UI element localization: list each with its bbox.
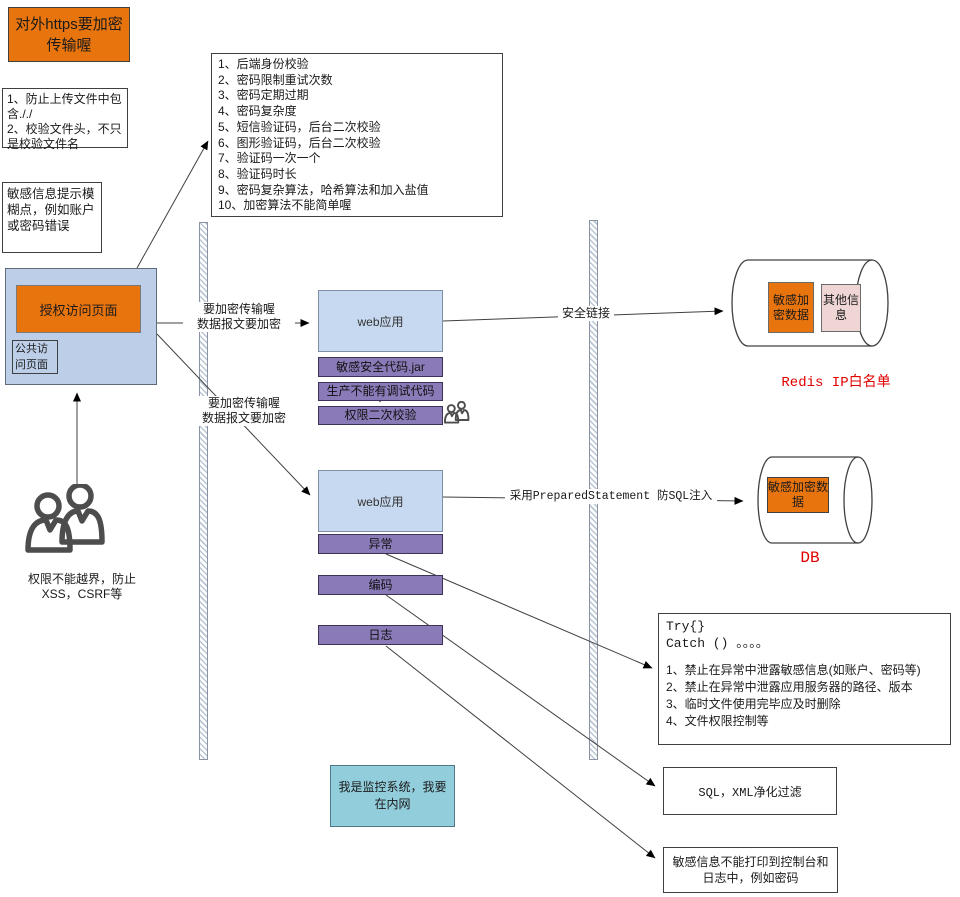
page-container: 授权访问页面 公共访问页面 xyxy=(5,268,157,385)
secure-link-label: 安全链接 xyxy=(558,306,614,321)
auth-checklist: 1、后端身份校验 2、密码限制重试次数 3、密码定期过期 4、密码复杂度 5、短… xyxy=(211,53,503,217)
checklist-item: 9、密码复杂算法，哈希算法和加入盐值 xyxy=(218,182,429,197)
checklist-item: 1、后端身份校验 xyxy=(218,57,309,71)
connector-encode-to-sqlxml xyxy=(385,594,656,787)
note-sensitive-hint: 敏感信息提示模糊点，例如账户或密码错误 xyxy=(2,182,102,253)
secure-code-jar-bar: 敏感安全代码.jar xyxy=(318,357,443,377)
public-page-box: 公共访问页面 xyxy=(12,340,58,374)
sqlxml-filter-box: SQL，XML净化过滤 xyxy=(663,767,837,815)
exception-bar: 异常 xyxy=(318,534,443,554)
trycatch-box: Try{} Catch () 。。。。 1、禁止在异常中泄露敏感信息(如账户、密… xyxy=(658,613,951,745)
checklist-item: 6、图形验证码，后台二次校验 xyxy=(218,135,381,150)
prepared-statement-label: 采用PreparedStatement 防SQL注入 xyxy=(505,489,717,504)
redis-other-info-box: 其他信息 xyxy=(821,284,861,332)
db-sensitive-data-label: 敏感加密数据 xyxy=(768,480,829,509)
connector-exception-to-trycatch xyxy=(385,553,653,669)
redis-other-info-label: 其他信息 xyxy=(822,293,859,322)
permission-recheck-bar: 权限二次校验 xyxy=(318,406,443,425)
trycatch-item: 2、禁止在异常中泄露应用服务器的路径、版本 xyxy=(666,680,913,694)
trycatch-item: 4、文件权限控制等 xyxy=(666,714,769,728)
checklist-item: 5、短信验证码，后台二次校验 xyxy=(218,119,381,134)
users-icon xyxy=(25,484,105,553)
trycatch-header: Try{} Catch () 。。。。 xyxy=(666,619,769,651)
checklist-item: 4、密码复杂度 xyxy=(218,104,297,119)
trycatch-item: 1、禁止在异常中泄露敏感信息(如账户、密码等) xyxy=(666,663,921,677)
redis-caption: Redis IP白名单 xyxy=(781,375,891,391)
checklist-item: 2、密码限制重试次数 xyxy=(218,72,333,87)
log-bar: 日志 xyxy=(318,625,443,645)
checklist-item: 10、加密算法不能简单喔 xyxy=(218,198,352,213)
small-users-icon xyxy=(443,401,470,424)
auth-page-box: 授权访问页面 xyxy=(16,285,141,333)
encrypt-label-top: 要加密传输喔 数据报文要加密 xyxy=(183,302,295,332)
redis-sensitive-data-box: 敏感加密数据 xyxy=(768,282,814,333)
encrypt-label-bottom: 要加密传输喔 数据报文要加密 xyxy=(188,396,300,426)
redis-sensitive-data-label: 敏感加密数据 xyxy=(772,292,809,322)
encode-bar: 编码 xyxy=(318,575,443,595)
checklist-item: 3、密码定期过期 xyxy=(218,88,309,103)
connector-page-to-checklist xyxy=(136,140,209,269)
note-https-encrypt-text: 对外https要加密传输喔 xyxy=(15,15,123,54)
checklist-item: 7、验证码一次一个 xyxy=(218,151,321,166)
db-sensitive-data-box: 敏感加密数据 xyxy=(767,477,829,513)
webapp2-label: web应用 xyxy=(357,494,404,509)
webapp1-box: web应用 xyxy=(318,290,443,352)
note-https-encrypt: 对外https要加密传输喔 xyxy=(8,7,130,62)
webapp2-box: web应用 xyxy=(318,470,443,532)
db-caption: DB xyxy=(800,549,820,567)
note-upload-check: 1、防止上传文件中包含././ 2、校验文件头，不只是校验文件名 xyxy=(2,88,128,151)
no-sensitive-log-label: 敏感信息不能打印到控制台和日志中，例如密码 xyxy=(672,855,829,885)
checklist-item: 8、验证码时长 xyxy=(218,166,297,181)
webapp1-label: web应用 xyxy=(357,314,404,329)
monitor-label: 我是监控系统，我要在内网 xyxy=(338,780,447,811)
auth-page-label: 授权访问页面 xyxy=(39,302,118,318)
sqlxml-filter-label: SQL，XML净化过滤 xyxy=(698,785,802,800)
permission-note: 权限不能越界，防止 XSS，CSRF等 xyxy=(27,572,136,601)
monitor-box: 我是监控系统，我要在内网 xyxy=(330,765,455,827)
no-debug-code-bar: 生产不能有调试代码 xyxy=(318,382,443,401)
no-sensitive-log-box: 敏感信息不能打印到控制台和日志中，例如密码 xyxy=(663,847,838,893)
trycatch-item: 3、临时文件使用完毕应及时删除 xyxy=(666,697,841,711)
